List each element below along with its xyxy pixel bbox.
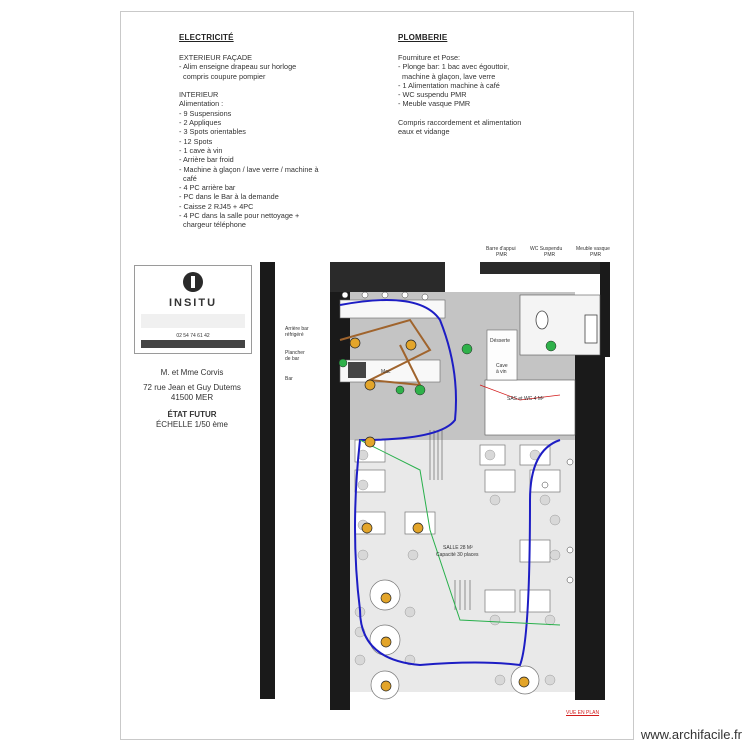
company-cartouche: INSITU 02 54 74 61 42 xyxy=(134,265,252,354)
electricite-line: - Alim enseigne drapeau sur horloge xyxy=(179,62,297,72)
electricite-line: café xyxy=(179,173,197,183)
electricite-line: - 3 Spots orientables xyxy=(179,127,246,137)
electricite-heading: ELECTRICITÉ xyxy=(179,33,234,42)
electricite-line: - PC dans le Bar à la demande xyxy=(179,192,279,202)
plan-right-wall xyxy=(575,350,605,700)
main-lighting-circuit xyxy=(339,299,561,667)
electricite-line: - 4 PC dans la salle pour nettoyage + xyxy=(179,211,300,221)
label-plancher: Plancher xyxy=(285,350,305,356)
plomberie-line: Compris raccordement et alimentation xyxy=(398,118,522,128)
label-plancher-2: de bar xyxy=(285,356,300,362)
meuble-vasque xyxy=(584,314,598,344)
electricite-line: chargeur téléphone xyxy=(179,220,246,230)
electricite-line: EXTERIEUR FAÇADE xyxy=(179,53,252,62)
label-wc-suspendu-2: PMR xyxy=(544,252,556,258)
plomberie-heading: PLOMBERIE xyxy=(398,33,448,42)
label-cave: Cave xyxy=(496,363,508,369)
suspension-fixtures xyxy=(349,337,530,692)
electricite-line: Alimentation : xyxy=(179,99,224,109)
logo-text: INSITU xyxy=(169,297,217,309)
electricite-line: - Arrière bar froid xyxy=(179,155,234,165)
pc-circuit xyxy=(359,439,561,626)
electricite-line: - 2 Appliques xyxy=(179,118,222,128)
label-cave-2: à vin xyxy=(496,369,507,375)
drawing-scale: ÉCHELLE 1/50 ème xyxy=(155,420,229,429)
drawing-sheet xyxy=(120,11,634,740)
label-salle: SALLE 28 M² xyxy=(443,545,473,551)
electricite-line: - 1 cave à vin xyxy=(179,145,223,155)
sas-wc-zone xyxy=(484,379,576,436)
plomberie-line: - Meuble vasque PMR xyxy=(398,99,471,109)
electricite-line xyxy=(179,81,319,90)
sas-circuit xyxy=(479,384,561,401)
label-barre-appui: Barre d'appui xyxy=(486,246,516,252)
label-arriere-bar: Arrière bar xyxy=(285,326,309,332)
electricite-line: - 12 Spots xyxy=(179,136,213,146)
plonge-sink xyxy=(348,362,366,378)
plomberie-line: machine à glaçon, lave verre xyxy=(398,71,496,81)
label-wc-suspendu: WC Suspendu xyxy=(530,246,562,252)
electricite-line: - 4 PC arrière bar xyxy=(179,183,236,193)
label-meuble-vasque: Meuble vasque xyxy=(576,246,610,252)
client-address-line1: 72 rue Jean et Guy Dutems xyxy=(143,383,241,392)
label-meuble-vasque-2: PMR xyxy=(590,252,602,258)
vue-en-plan-label: VUE EN PLAN xyxy=(566,710,600,716)
plan-top-wall xyxy=(330,262,445,292)
stair-hatch xyxy=(429,430,471,610)
plomberie-line: - WC suspendu PMR xyxy=(398,90,467,100)
electricite-line: INTERIEUR xyxy=(179,90,219,100)
label-mac: Mac xyxy=(381,369,391,375)
electricite-line: - 9 Suspensions xyxy=(179,108,232,118)
electricite-line: compris coupure pompier xyxy=(179,71,266,81)
floor-plan: Barre d'appui PMR WC Suspendu PMR Meuble… xyxy=(260,246,610,710)
client-name: M. et Mme Corvis xyxy=(160,368,224,377)
client-address-line2: 41500 MER xyxy=(170,393,214,402)
plomberie-line: - 1 Alimentation machine à café xyxy=(398,80,500,90)
plomberie-notes: Fourniture et Pose:- Plonge bar: 1 bac a… xyxy=(398,53,521,137)
wc-suspendu xyxy=(535,310,549,330)
label-sas-wc: SAS et WC 4 M² xyxy=(507,396,544,402)
label-desserte: Désserte xyxy=(490,338,510,344)
left-party-wall xyxy=(260,262,275,699)
watermark: www.archifacile.fr xyxy=(640,727,742,742)
label-arriere-bar-2: réfrigéré xyxy=(285,332,304,338)
insitu-logo: INSITU 02 54 74 61 42 xyxy=(141,272,245,348)
spot-lights xyxy=(341,291,574,584)
plomberie-line: Fourniture et Pose: xyxy=(398,53,461,62)
plomberie-line: eaux et vidange xyxy=(398,127,450,137)
plan-top-wall-right xyxy=(480,262,605,274)
electricite-line: - Caisse 2 RJ45 + 4PC xyxy=(179,201,254,211)
electricite-notes: EXTERIEUR FAÇADE- Alim enseigne drapeau … xyxy=(179,53,319,230)
phone-text: 02 54 74 61 42 xyxy=(176,333,210,339)
bar-lighting-circuit xyxy=(339,318,432,387)
plomberie-line xyxy=(398,109,521,118)
plan-left-wall xyxy=(330,262,350,710)
drawing-state: ÉTAT FUTUR xyxy=(167,410,217,419)
wc-outer-wall xyxy=(600,262,610,357)
desserte-cabinet xyxy=(486,329,518,381)
label-barre-appui-2: PMR xyxy=(496,252,508,258)
pc-outlets xyxy=(338,340,557,396)
plomberie-line: - Plonge bar: 1 bac avec égouttoir, xyxy=(398,62,510,72)
plan-annotations: Barre d'appui PMR WC Suspendu PMR Meuble… xyxy=(285,246,610,558)
label-bar: Bar xyxy=(285,376,293,382)
electricite-line: - Machine à glaçon / lave verre / machin… xyxy=(179,164,319,174)
label-capacite: Capacité 30 places xyxy=(436,552,479,558)
